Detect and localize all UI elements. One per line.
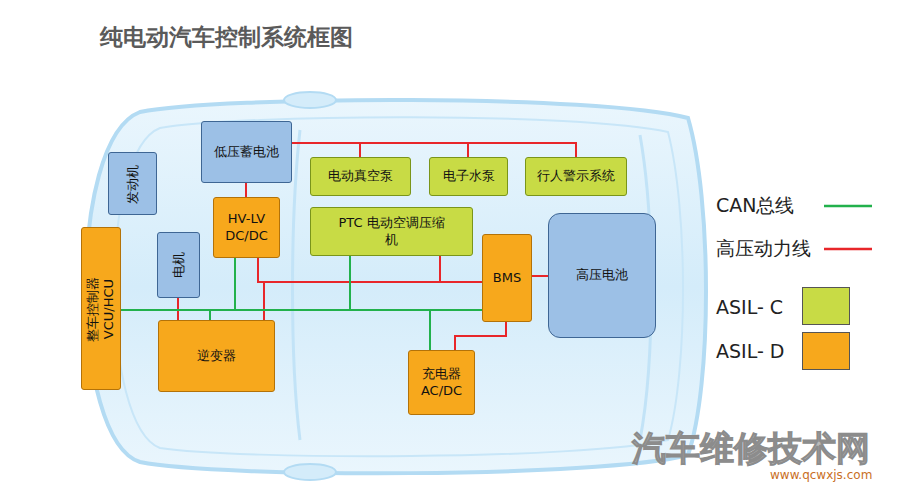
diagram-title: 纯电动汽车控制系统框图 [100, 22, 353, 53]
box-label: 充电器 AC/DC [417, 366, 467, 399]
system-box: BMS [482, 234, 532, 322]
legend-text: ASIL- C [716, 296, 783, 318]
box-label: BMS [493, 270, 521, 286]
watermark: 汽车维修技术网 [632, 426, 870, 472]
legend-swatch [802, 287, 850, 325]
connector-line [532, 275, 548, 277]
system-box: 行人警示系统 [525, 157, 627, 196]
watermark: www.qcwxjs.com [770, 468, 872, 482]
connector-line [264, 282, 482, 320]
system-box: HV-LV DC/DC [213, 197, 280, 258]
box-label: 发动机 [124, 156, 140, 212]
connector-line [292, 143, 468, 157]
connector-line [292, 143, 360, 157]
connector-line [292, 143, 576, 157]
system-box: 电机 [157, 232, 200, 298]
legend-text: CAN总线 [716, 193, 794, 219]
connector-line [121, 310, 210, 320]
system-box: 充电器 AC/DC [408, 350, 475, 415]
box-label: HV-LV DC/DC [214, 211, 279, 244]
connector-line [440, 256, 482, 282]
connector-line [121, 256, 350, 310]
box-label: 行人警示系统 [537, 168, 615, 184]
system-box: 整车控制器 VCU/HCU [81, 227, 121, 390]
system-box: 发动机 [108, 152, 157, 215]
system-box: 电子水泵 [429, 157, 508, 196]
box-label: 逆变器 [197, 348, 236, 364]
box-label: 电动真空泵 [328, 168, 393, 184]
legend-text: ASIL- D [716, 340, 784, 362]
connector-line [455, 322, 506, 350]
legend-line-sample [824, 205, 872, 208]
system-box: PTC 电动空调压缩机 [310, 207, 473, 256]
connector-line [258, 258, 482, 282]
legend-line-sample [824, 248, 872, 251]
box-label: 高压电池 [576, 267, 628, 283]
system-box: 低压蓄电池 [201, 121, 292, 183]
legend-swatch [802, 332, 850, 370]
box-label: 电机 [170, 240, 186, 290]
system-box: 高压电池 [548, 213, 656, 338]
box-label: 整车控制器 VCU/HCU [85, 267, 118, 351]
connector-line [245, 183, 247, 197]
system-box: 电动真空泵 [310, 157, 411, 196]
box-label: PTC 电动空调压缩机 [337, 215, 447, 248]
system-box: 逆变器 [158, 320, 275, 392]
box-label: 低压蓄电池 [214, 144, 279, 160]
legend-text: 高压动力线 [716, 236, 811, 262]
box-label: 电子水泵 [443, 168, 495, 184]
